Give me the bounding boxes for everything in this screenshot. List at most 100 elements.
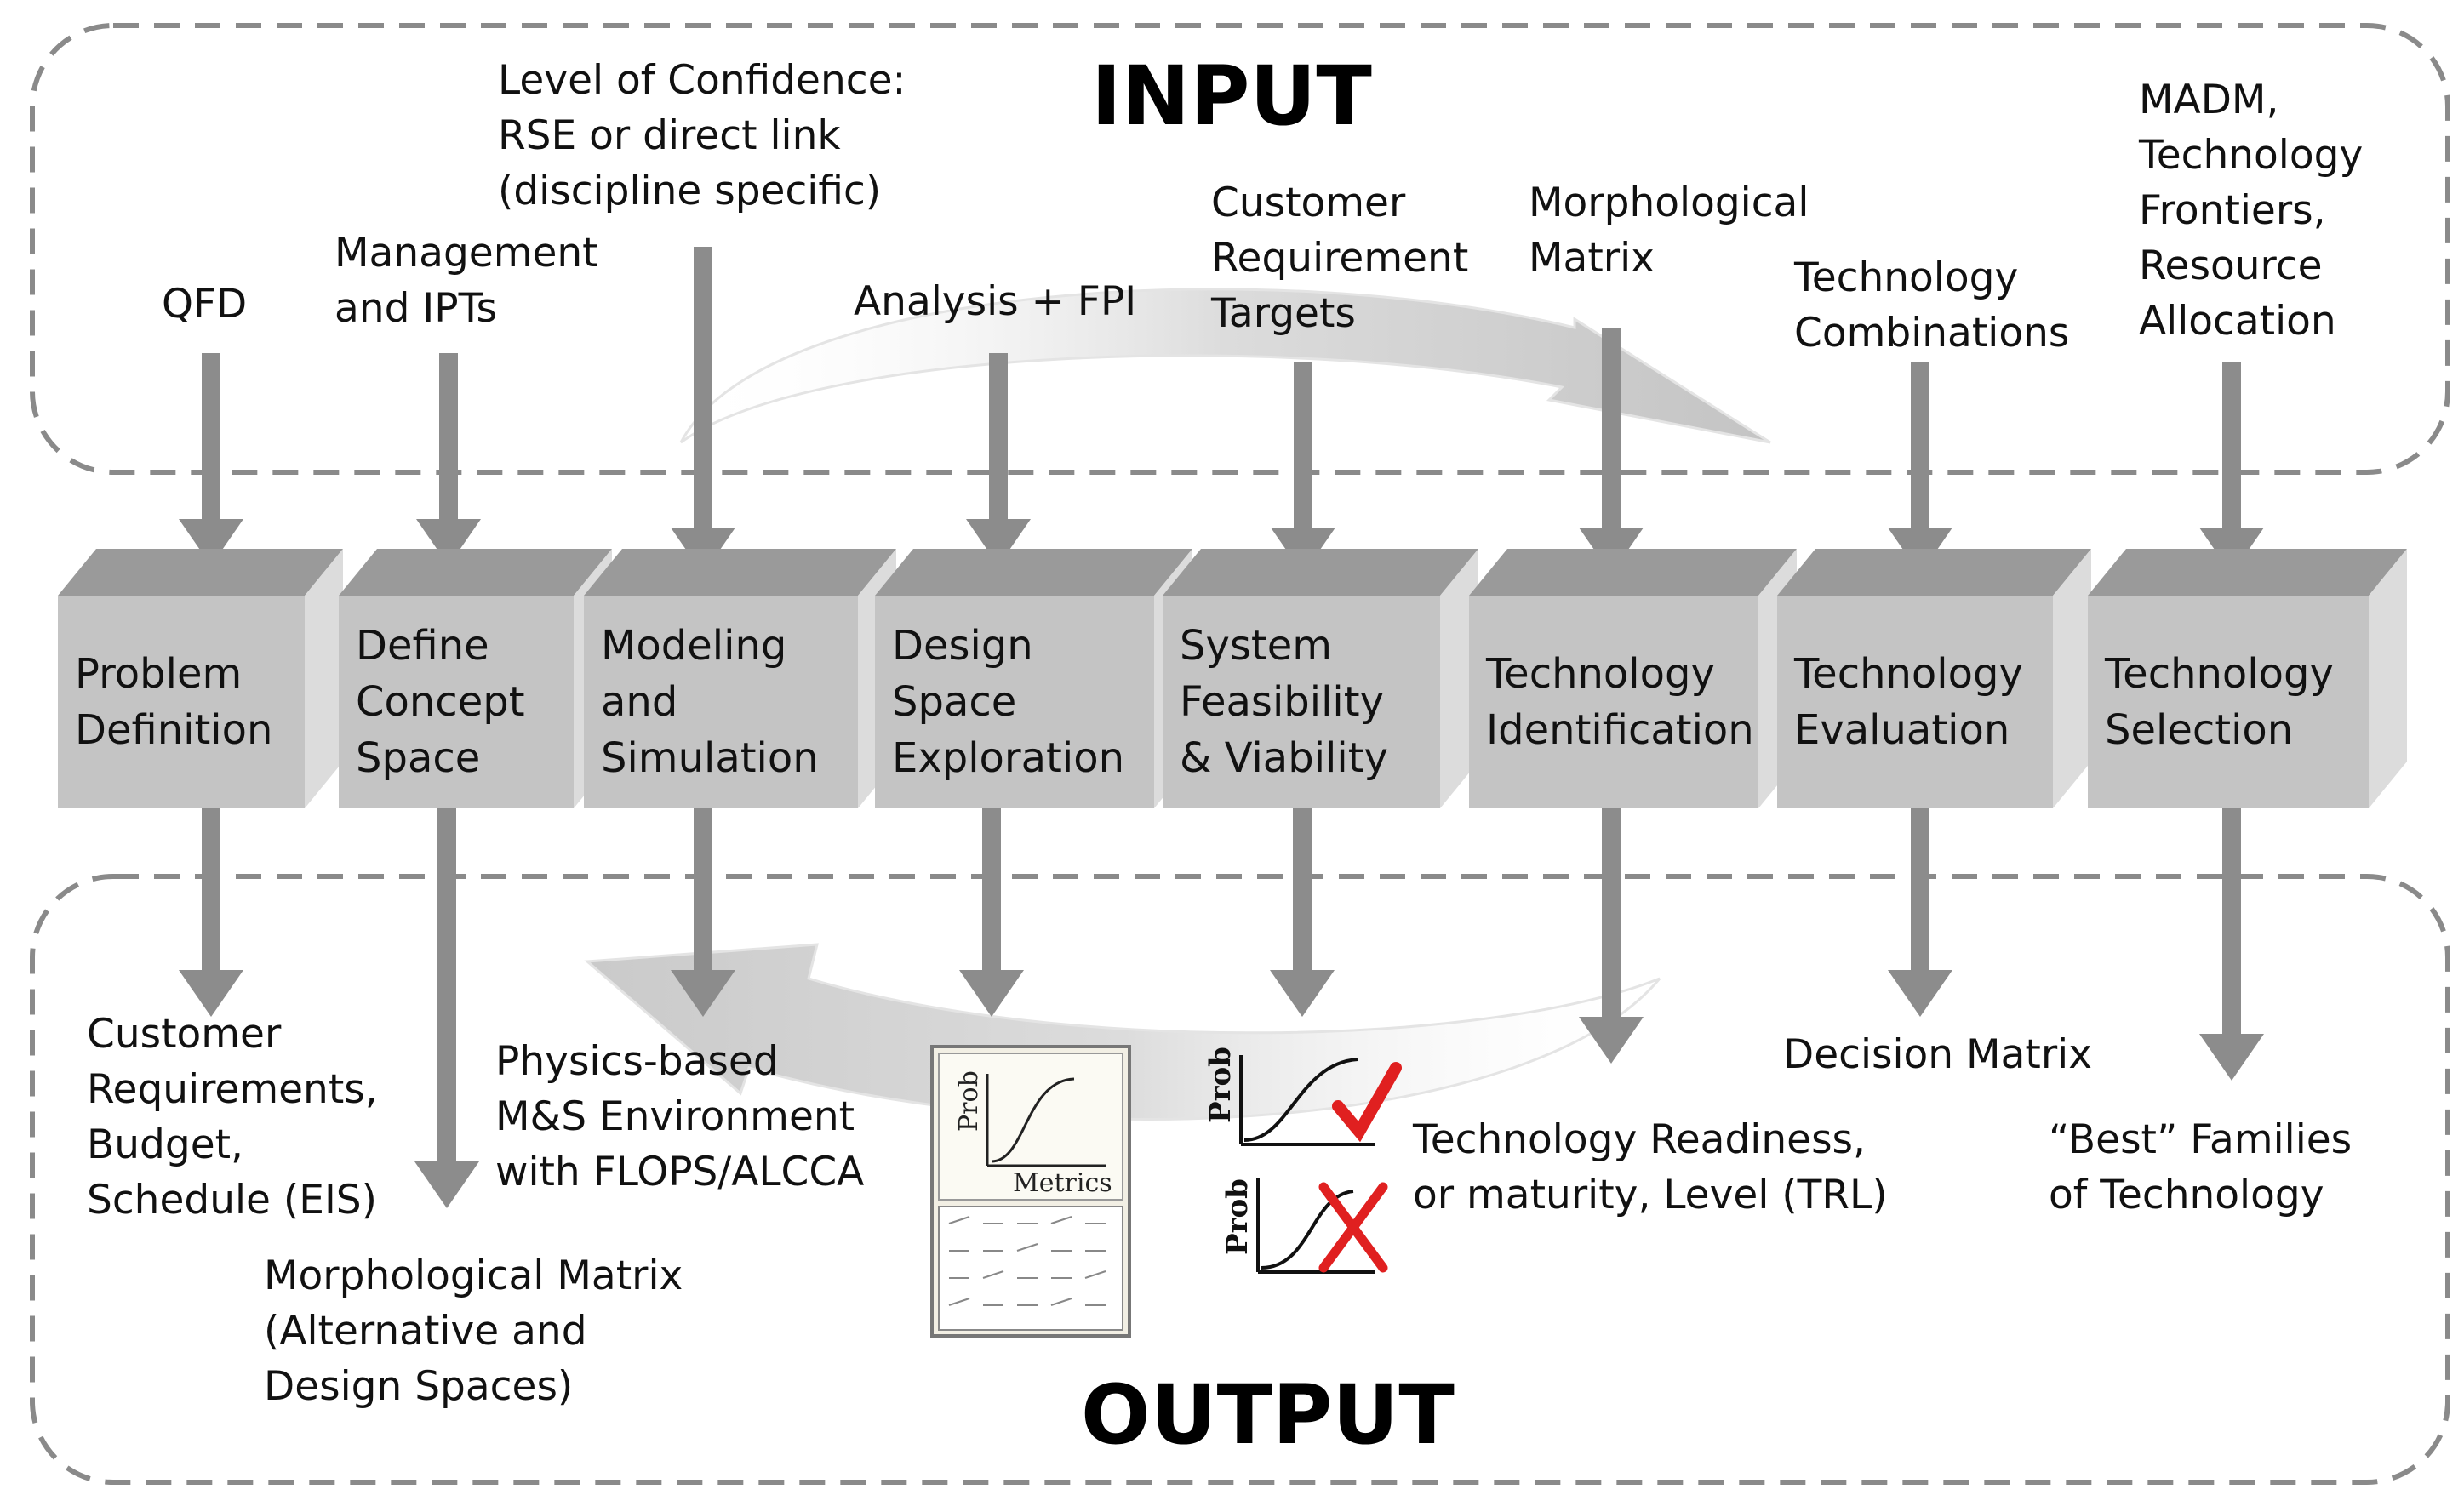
box-top-face bbox=[58, 549, 343, 596]
arrow-head bbox=[959, 970, 1024, 1017]
step-label: Technology Evaluation bbox=[1794, 650, 2023, 754]
arrow-head bbox=[1888, 970, 1952, 1017]
box-front-face bbox=[1163, 596, 1440, 808]
output-trl: Technology Readiness, or maturity, Level… bbox=[1413, 1116, 1888, 1218]
step-modeling-simulation: Modeling and Simulation bbox=[586, 596, 856, 808]
arrow-shaft bbox=[202, 353, 220, 523]
arrow-shaft bbox=[1911, 362, 1929, 532]
input-qfd: QFD bbox=[162, 281, 248, 328]
arrow-shaft bbox=[1293, 808, 1312, 974]
arrow-head bbox=[414, 1161, 479, 1208]
input-arrows bbox=[179, 247, 2264, 574]
output-region-border bbox=[30, 874, 2450, 1485]
mini-matrix bbox=[938, 1206, 1123, 1331]
input-technology-combinations: Technology Combinations bbox=[1794, 254, 2070, 357]
box-front-face bbox=[584, 596, 858, 808]
output-arrows bbox=[179, 808, 2264, 1208]
output-arrow bbox=[1888, 808, 1952, 1017]
step-label: Modeling and Simulation bbox=[601, 622, 819, 782]
process-box bbox=[1163, 549, 1478, 808]
output-customer-requirements: Customer Requirements, Budget, Schedule … bbox=[87, 1011, 378, 1224]
input-arrow bbox=[1888, 362, 1952, 574]
box-top-face bbox=[875, 549, 1192, 596]
output-best-families: “Best” Families of Technology bbox=[2049, 1116, 2353, 1218]
process-box-shapes bbox=[58, 549, 2407, 808]
output-arrow bbox=[1270, 808, 1335, 1017]
process-box bbox=[1777, 549, 2091, 808]
box-top-face bbox=[584, 549, 896, 596]
box-side-face bbox=[1440, 549, 1478, 808]
arrow-shaft bbox=[1602, 808, 1621, 1021]
output-arrow bbox=[414, 808, 479, 1208]
box-side-face bbox=[2369, 549, 2407, 808]
step-label: Technology Selection bbox=[2105, 650, 2334, 754]
arrow-head bbox=[2199, 1034, 2264, 1081]
forward-flow-arrow bbox=[679, 288, 1771, 444]
input-analysis-fpi: Analysis + FPI bbox=[854, 278, 1137, 325]
box-top-face bbox=[2088, 549, 2407, 596]
input-arrow bbox=[2199, 362, 2264, 574]
input-management-ipts: Management and IPTs bbox=[334, 230, 598, 332]
matrix-cell-mark bbox=[1016, 1243, 1038, 1252]
matrix-cell-mark bbox=[948, 1298, 970, 1306]
cdf-curve bbox=[991, 1077, 1075, 1163]
step-label: Define Concept Space bbox=[356, 622, 525, 782]
box-top-face bbox=[1777, 549, 2091, 596]
box-front-face bbox=[339, 596, 574, 808]
arrow-head bbox=[416, 519, 481, 566]
input-arrow bbox=[416, 353, 481, 566]
output-arrow bbox=[1579, 808, 1644, 1064]
step-design-space-exploration: Design Space Exploration bbox=[877, 596, 1153, 808]
output-arrow bbox=[671, 808, 735, 1017]
output-arrow bbox=[179, 808, 243, 1017]
arrow-shaft bbox=[1602, 328, 1621, 532]
arrow-head bbox=[1579, 1017, 1644, 1064]
input-title: INPUT bbox=[1091, 48, 1372, 144]
step-technology-evaluation: Technology Evaluation bbox=[1779, 596, 2051, 808]
box-front-face bbox=[58, 596, 305, 808]
step-define-concept-space: Define Concept Space bbox=[340, 596, 572, 808]
matrix-cell-mark bbox=[1050, 1298, 1072, 1306]
box-front-face bbox=[875, 596, 1154, 808]
arrow-head bbox=[179, 970, 243, 1017]
step-label: Problem Definition bbox=[75, 650, 273, 754]
matrix-cell-mark bbox=[982, 1270, 1004, 1279]
matrix-cell-mark bbox=[1050, 1216, 1072, 1224]
input-level-of-confidence: Level of Confidence: RSE or direct link … bbox=[498, 57, 906, 214]
arrow-shaft bbox=[1294, 362, 1312, 532]
box-top-face bbox=[1163, 549, 1478, 596]
step-label: System Feasibility & Viability bbox=[1180, 622, 1388, 782]
arrow-head bbox=[1270, 970, 1335, 1017]
feasible-chart-ylabel: Prob bbox=[1203, 1047, 1238, 1123]
step-technology-selection: Technology Selection bbox=[2090, 596, 2366, 808]
matrix-cell-mark bbox=[1084, 1270, 1106, 1279]
box-front-face bbox=[1777, 596, 2053, 808]
mini-chart-xlabel: Metrics bbox=[1013, 1168, 1112, 1198]
arrow-head bbox=[179, 519, 243, 566]
box-top-face bbox=[339, 549, 612, 596]
arrow-shaft bbox=[2222, 808, 2241, 1038]
step-problem-definition: Problem Definition bbox=[60, 596, 302, 808]
output-decision-matrix: Decision Matrix bbox=[1783, 1031, 2093, 1078]
input-arrow bbox=[966, 353, 1031, 566]
step-label: Technology Identification bbox=[1486, 650, 1754, 754]
arrow-head bbox=[671, 970, 735, 1017]
process-box bbox=[2088, 549, 2407, 808]
probability-metrics-chart: Prob Metrics bbox=[930, 1045, 1131, 1338]
matrix-cell-mark bbox=[948, 1216, 970, 1224]
box-front-face bbox=[1469, 596, 1758, 808]
input-arrow bbox=[179, 353, 243, 566]
box-front-face bbox=[2088, 596, 2369, 808]
feasibility-charts: Prob Prob bbox=[1203, 1047, 1402, 1274]
output-title: OUTPUT bbox=[1081, 1367, 1455, 1463]
box-side-face bbox=[305, 549, 343, 808]
input-customer-requirement-targets: Customer Requirement Targets bbox=[1211, 180, 1469, 337]
box-side-face bbox=[2053, 549, 2091, 808]
output-arrow bbox=[2199, 808, 2264, 1081]
input-morphological-matrix: Morphological Matrix bbox=[1529, 180, 1809, 282]
step-system-feasibility: System Feasibility & Viability bbox=[1164, 596, 1438, 808]
output-physics-based-environment: Physics-based M&S Environment with FLOPS… bbox=[495, 1038, 865, 1195]
cross-icon bbox=[1318, 1182, 1388, 1273]
arrow-shaft bbox=[437, 808, 456, 1166]
